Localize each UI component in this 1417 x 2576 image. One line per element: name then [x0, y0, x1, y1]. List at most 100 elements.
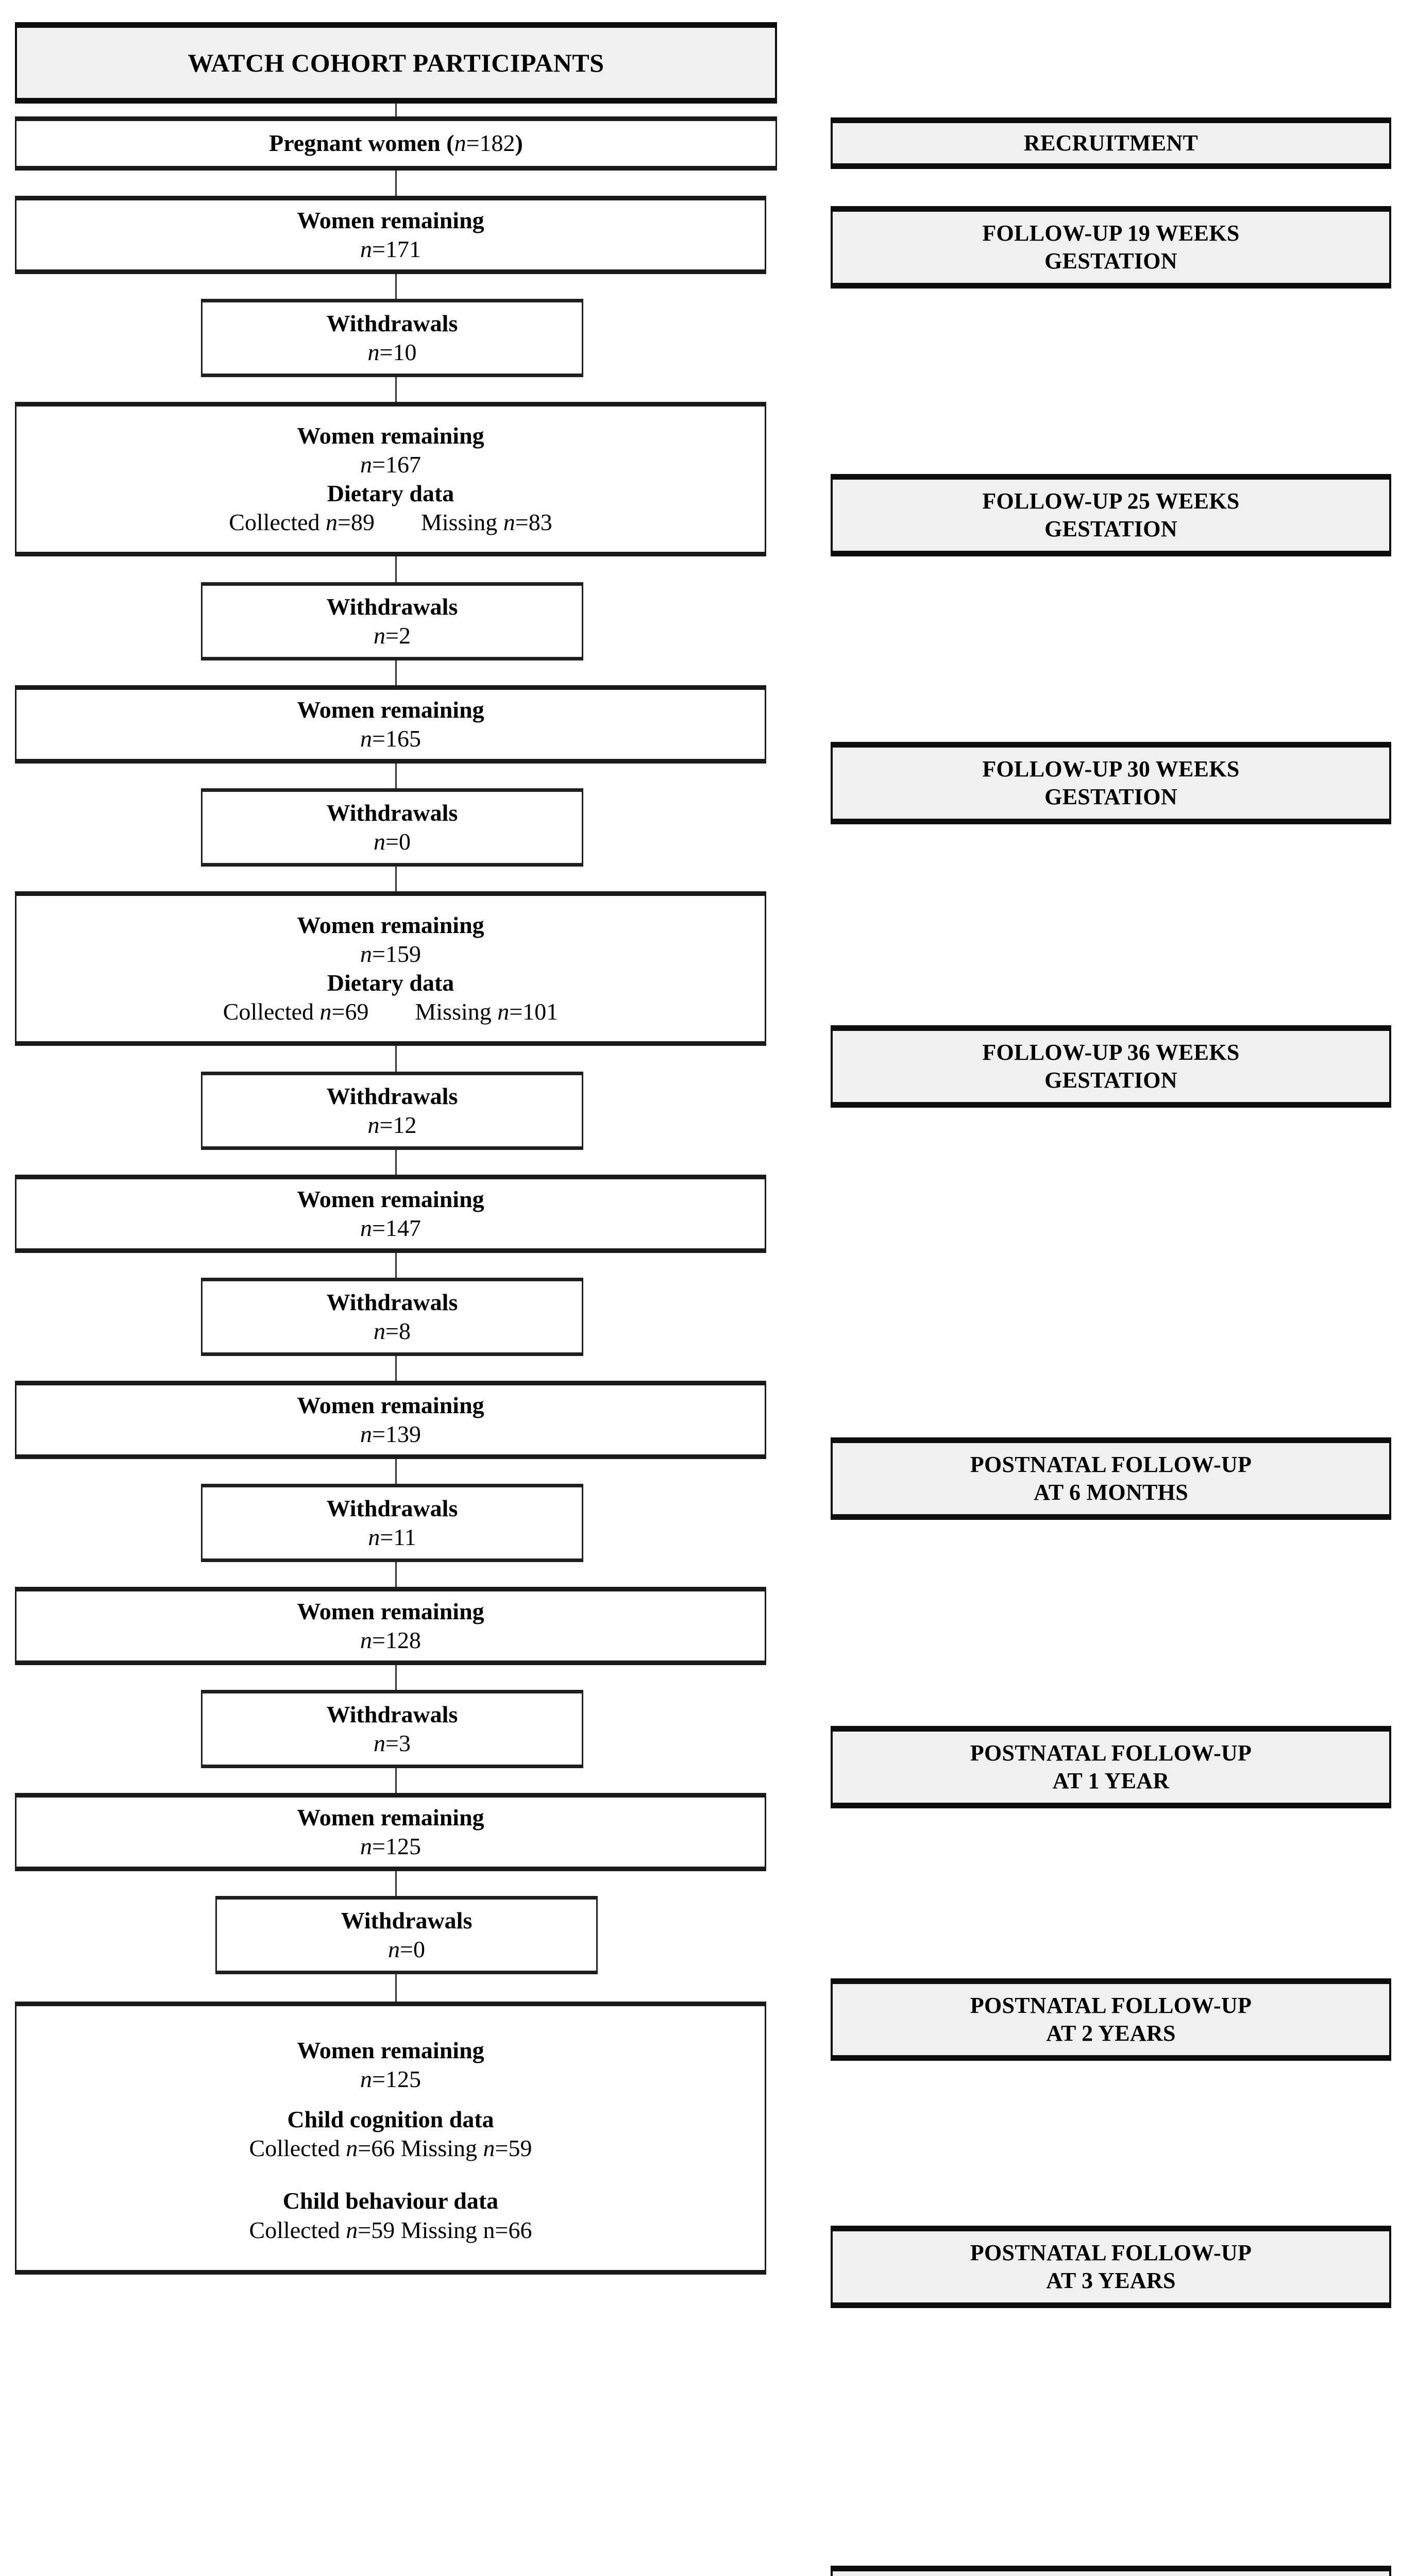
stage-line-2: AT 1 YEAR [1052, 1768, 1170, 1793]
connector [395, 1868, 397, 1899]
connector [395, 1971, 397, 2005]
stage-line-2: GESTATION [1044, 784, 1177, 809]
dietary-data-label: Dietary data [327, 480, 454, 506]
connector [395, 1250, 397, 1281]
node-count: n=139 [360, 1421, 421, 1447]
node-withdrawals-0-a: Withdrawals n=0 [201, 788, 583, 867]
node-women-remaining-128: Women remaining n=128 [15, 1587, 766, 1665]
dietary-collected: Collected n=69 [223, 998, 369, 1025]
node-women-remaining-165: Women remaining n=165 [15, 685, 766, 764]
stage-line-2: AT 2 YEARS [1046, 2021, 1176, 2046]
node-count: n=159 [360, 940, 421, 967]
connector [395, 1765, 397, 1796]
dietary-data-row: Collected n=69 Missing n=101 [16, 997, 765, 1026]
node-label: Withdrawals [326, 1495, 458, 1521]
node-label: Women remaining [297, 1392, 484, 1418]
node-count: n=171 [360, 236, 421, 262]
node-count: n=11 [368, 1524, 416, 1550]
stage-label-postnatal-4-years: POSTNATAL FOLLOW-UP AT 4 YEARS [831, 2566, 1391, 2576]
node-women-remaining-139: Women remaining n=139 [15, 1381, 766, 1459]
stage-line-1: FOLLOW-UP 25 WEEKS [982, 488, 1240, 514]
node-women-remaining-125: Women remaining n=125 [15, 1793, 766, 1871]
stage-line-1: FOLLOW-UP 36 WEEKS [982, 1040, 1240, 1065]
connector [395, 863, 397, 894]
node-count: n=167 [360, 451, 421, 478]
stage-label-postnatal-6-months: POSTNATAL FOLLOW-UP AT 6 MONTHS [831, 1437, 1391, 1520]
connector [395, 1662, 397, 1693]
node-count: n=10 [367, 339, 417, 365]
connector [395, 1043, 397, 1074]
child-cognition-label: Child cognition data [287, 2106, 494, 2133]
node-label: Women remaining [297, 207, 484, 233]
node-withdrawals-12: Withdrawals n=12 [201, 1072, 583, 1150]
node-count: n=125 [360, 2066, 421, 2093]
node-label: Withdrawals [326, 1082, 458, 1109]
connector [395, 167, 397, 198]
dietary-missing: Missing n=101 [415, 998, 559, 1025]
child-behaviour-label: Child behaviour data [282, 2188, 499, 2214]
stage-label-followup-36-weeks: FOLLOW-UP 36 WEEKS GESTATION [831, 1025, 1391, 1108]
node-label: Women remaining [297, 1804, 484, 1831]
node-label: Withdrawals [326, 799, 458, 826]
node-withdrawals-8: Withdrawals n=8 [201, 1278, 583, 1356]
stage-line-1: RECRUITMENT [1023, 130, 1199, 156]
connector [395, 1456, 397, 1487]
stage-label-recruitment: RECRUITMENT [831, 117, 1391, 169]
stage-label-followup-19-weeks: FOLLOW-UP 19 WEEKS GESTATION [831, 206, 1391, 289]
stage-line-2: GESTATION [1044, 1067, 1177, 1093]
stage-line-2: GESTATION [1044, 248, 1177, 274]
node-count: n=147 [360, 1215, 421, 1241]
stage-line-1: POSTNATAL FOLLOW-UP [970, 1452, 1252, 1478]
node-label: Withdrawals [326, 1289, 458, 1315]
node-women-remaining-167: Women remaining n=167 Dietary data Colle… [15, 402, 766, 556]
node-withdrawals-3: Withdrawals n=3 [201, 1690, 583, 1768]
dietary-data-label: Dietary data [327, 970, 454, 996]
stage-label-followup-30-weeks: FOLLOW-UP 30 WEEKS GESTATION [831, 742, 1391, 824]
node-label: Withdrawals [341, 1907, 473, 1934]
node-count: n=128 [360, 1627, 421, 1653]
dietary-data-row: Collected n=89 Missing n=83 [16, 508, 765, 537]
node-count: n=0 [374, 828, 411, 855]
title-box: WATCH COHORT PARTICIPANTS [15, 22, 777, 104]
node-women-remaining-171: Women remaining n=171 [15, 196, 766, 274]
title-text: WATCH COHORT PARTICIPANTS [188, 48, 604, 77]
node-label: Women remaining [297, 1598, 484, 1624]
node-label: Women remaining [297, 2037, 484, 2063]
connector [395, 1353, 397, 1384]
node-withdrawals-0-b: Withdrawals n=0 [215, 1896, 598, 1974]
node-count: n=3 [374, 1730, 411, 1756]
stage-line-1: POSTNATAL FOLLOW-UP [970, 2240, 1252, 2266]
node-label: Women remaining [297, 422, 484, 449]
node-text: Pregnant women (n=182) [269, 130, 523, 157]
stage-label-followup-25-weeks: FOLLOW-UP 25 WEEKS GESTATION [831, 474, 1391, 556]
connector [395, 657, 397, 688]
connector [395, 1147, 397, 1178]
stage-label-postnatal-2-years: POSTNATAL FOLLOW-UP AT 2 YEARS [831, 1978, 1391, 2061]
node-label: Women remaining [297, 1185, 484, 1212]
stage-line-2: AT 3 YEARS [1046, 2268, 1176, 2293]
node-label: Women remaining [297, 696, 484, 723]
node-count: n=2 [374, 622, 411, 649]
child-cognition-row: Collected n=66 Missing n=59 [249, 2135, 532, 2162]
connector [395, 760, 397, 791]
dietary-missing: Missing n=83 [421, 509, 552, 536]
dietary-collected: Collected n=89 [229, 509, 375, 536]
connector [395, 374, 397, 405]
node-women-remaining-159: Women remaining n=159 Dietary data Colle… [15, 891, 766, 1046]
node-count: n=12 [367, 1112, 417, 1138]
node-withdrawals-2: Withdrawals n=2 [201, 582, 583, 660]
stage-label-postnatal-3-years: POSTNATAL FOLLOW-UP AT 3 YEARS [831, 2226, 1391, 2308]
connector [395, 553, 397, 584]
node-women-remaining-147: Women remaining n=147 [15, 1175, 766, 1253]
node-label: Withdrawals [326, 1701, 458, 1727]
connector [395, 1559, 397, 1590]
stage-line-1: FOLLOW-UP 19 WEEKS [982, 221, 1240, 246]
stage-line-2: GESTATION [1044, 516, 1177, 541]
connector [395, 100, 397, 121]
node-label: Withdrawals [326, 593, 458, 620]
node-count: n=165 [360, 725, 421, 752]
node-withdrawals-10: Withdrawals n=10 [201, 299, 583, 377]
node-pregnant-women: Pregnant women (n=182) [15, 116, 777, 171]
stage-line-1: POSTNATAL FOLLOW-UP [970, 1740, 1252, 1766]
